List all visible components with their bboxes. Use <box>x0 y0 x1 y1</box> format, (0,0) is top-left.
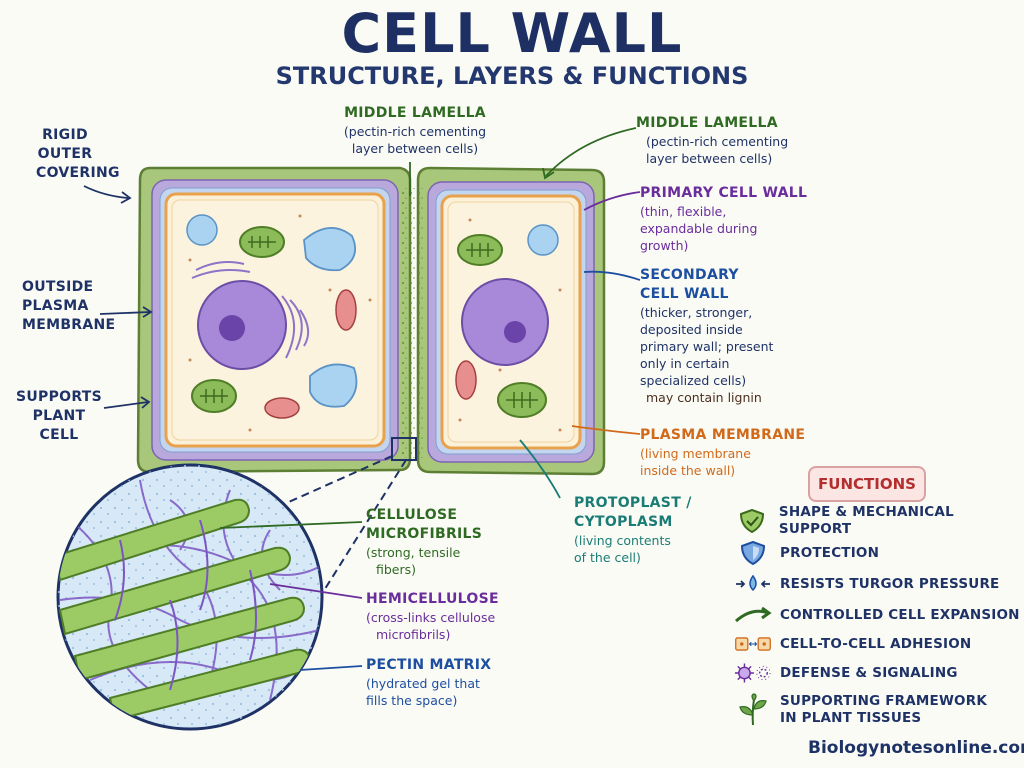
function-item: SHAPE & MECHANICAL SUPPORT <box>734 504 1024 537</box>
virus-icon <box>734 661 772 685</box>
label-hemicellulose: HEMICELLULOSE (cross-links cellulose mic… <box>366 591 499 642</box>
plant-sprout-icon <box>734 692 772 728</box>
footer-site: Biologynotesonline.com <box>808 738 1024 758</box>
two-plant-cells <box>136 166 606 476</box>
left-nucleolus <box>219 315 245 341</box>
shield-icon <box>734 540 772 566</box>
shield-check-icon <box>734 508 771 534</box>
label-middle-lamella-right: MIDDLE LAMELLA (pectin-rich cementing la… <box>636 115 789 166</box>
water-drop-arrows-icon <box>734 572 772 596</box>
label-plasma-membrane: PLASMA MEMBRANE (living membrane inside … <box>640 427 806 478</box>
curved-arrow-icon <box>734 603 772 627</box>
middle-lamella-strip <box>400 188 424 458</box>
magnified-wall-view <box>56 463 324 731</box>
label-cellulose-microfibrils: CELLULOSE MICROFIBRILS (strong, tensile … <box>366 507 483 577</box>
zoom-region-box <box>391 437 417 461</box>
label-secondary-cell-wall: SECONDARY CELL WALL (thicker, stronger, … <box>640 267 774 405</box>
label-protoplast-cytoplasm: PROTOPLAST / CYTOPLASM (living contents … <box>574 495 692 565</box>
function-item: PROTECTION <box>734 540 1024 566</box>
functions-title: FUNCTIONS <box>808 466 926 502</box>
function-item: RESISTS TURGOR PRESSURE <box>734 572 1024 596</box>
page-subtitle: STRUCTURE, LAYERS & FUNCTIONS <box>275 62 749 90</box>
page-title: CELL WALL <box>341 2 683 65</box>
label-pectin-matrix: PECTIN MATRIX (hydrated gel that fills t… <box>366 657 492 708</box>
left-vacuole <box>303 227 356 272</box>
right-nucleus <box>461 278 549 366</box>
adhesion-icon <box>734 632 772 656</box>
function-item: CONTROLLED CELL EXPANSION <box>734 603 1024 627</box>
label-middle-lamella-center: MIDDLE LAMELLA (pectin-rich cementing la… <box>343 105 487 156</box>
function-item: CELL-TO-CELL ADHESION <box>734 632 1024 656</box>
label-primary-cell-wall: PRIMARY CELL WALL (thin, flexible, expan… <box>640 185 808 253</box>
function-item: DEFENSE & SIGNALING <box>734 661 1024 685</box>
